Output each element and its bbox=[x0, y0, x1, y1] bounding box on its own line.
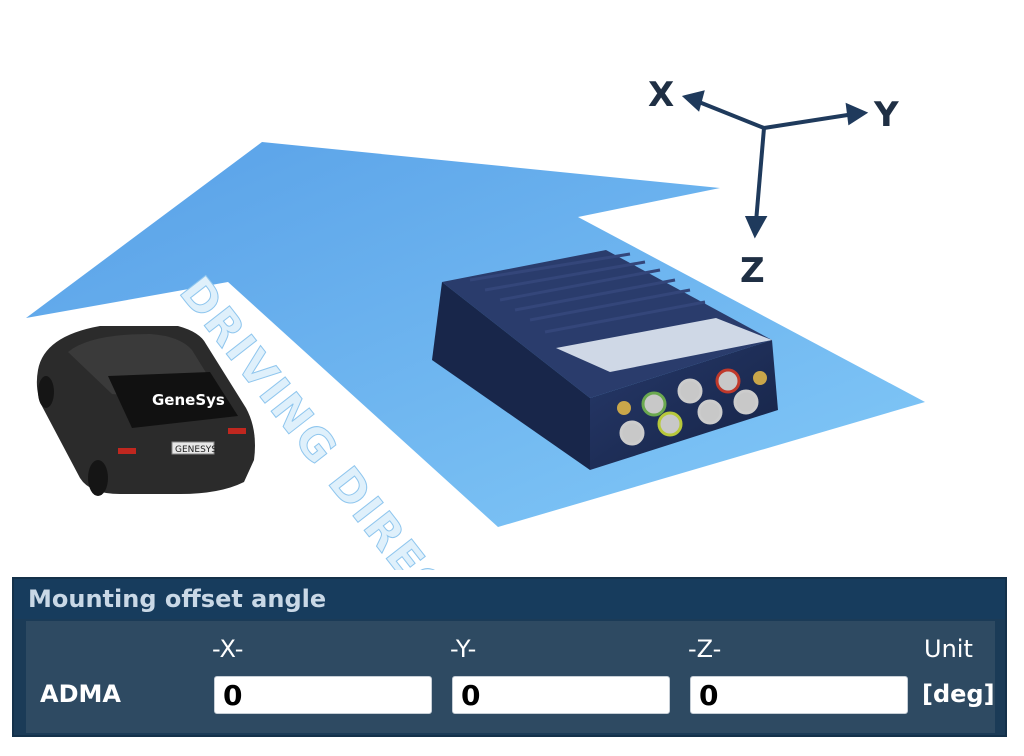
row-label-adma: ADMA bbox=[40, 680, 121, 708]
panel-title: Mounting offset angle bbox=[28, 585, 327, 613]
column-header-y: -Y- bbox=[450, 635, 477, 663]
column-header-x: -X- bbox=[212, 635, 244, 663]
mounting-illustration: DRIVING DIRECTION GeneSys GENESYS bbox=[26, 75, 925, 570]
offset-z-input[interactable] bbox=[690, 676, 908, 714]
vehicle-image: GeneSys GENESYS bbox=[36, 326, 255, 496]
column-header-z: -Z- bbox=[688, 635, 722, 663]
panel-header: Mounting offset angle bbox=[14, 579, 1005, 619]
offset-y-input[interactable] bbox=[452, 676, 670, 714]
axis-y-label: Y bbox=[873, 95, 899, 135]
column-header-unit: Unit bbox=[924, 635, 973, 663]
axis-z-label: Z bbox=[740, 251, 765, 291]
vehicle-brand-text: GeneSys bbox=[152, 391, 225, 409]
axis-x-label: X bbox=[648, 75, 674, 115]
adma-device-image bbox=[432, 250, 778, 470]
unit-value: [deg] bbox=[922, 680, 995, 708]
offset-x-input[interactable] bbox=[214, 676, 432, 714]
mounting-offset-panel: Mounting offset angle -X- -Y- -Z- Unit A… bbox=[12, 577, 1007, 737]
license-plate: GENESYS bbox=[175, 445, 217, 455]
coordinate-axes bbox=[681, 90, 869, 239]
